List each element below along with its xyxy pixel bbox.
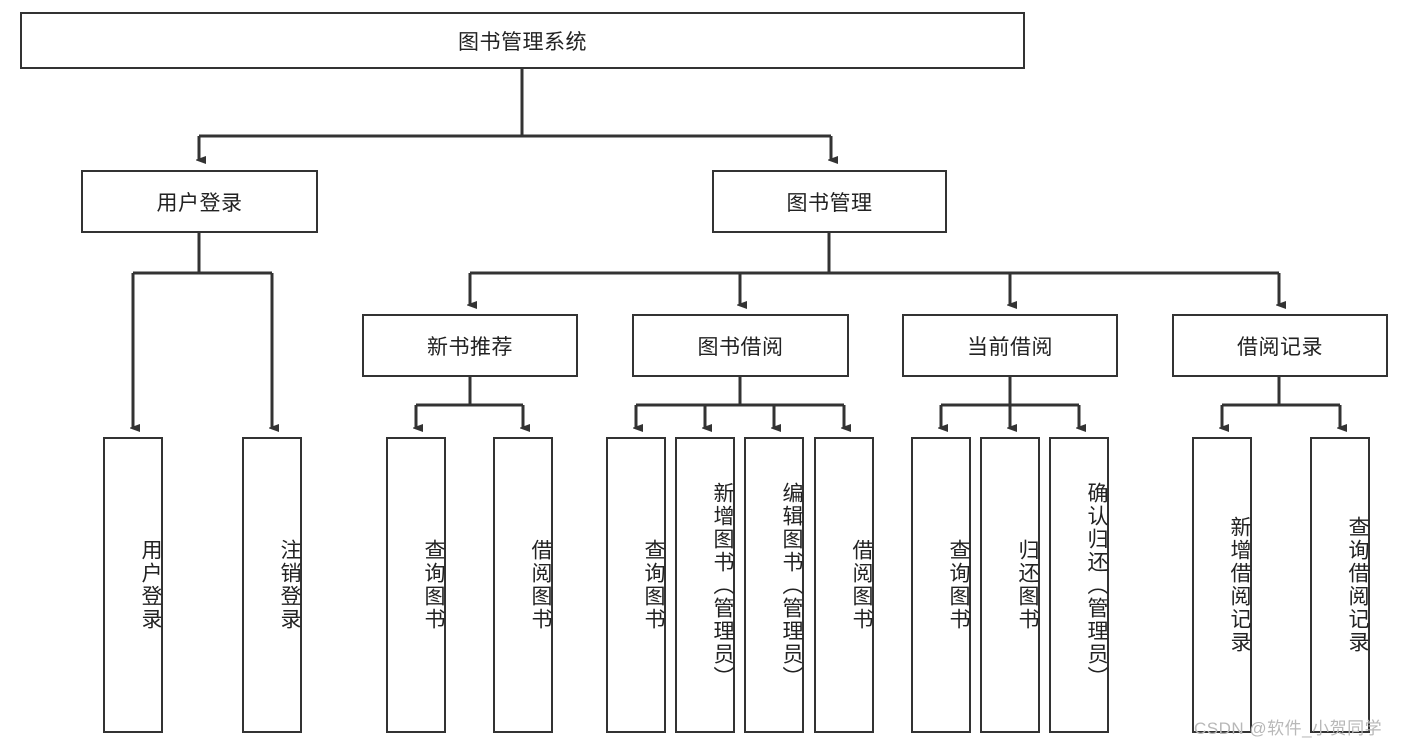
node-leaf-query-book-3-label: 查询图书 xyxy=(947,539,970,631)
node-leaf-edit-book-label: 编辑图书（管理员） xyxy=(780,481,803,689)
node-leaf-query-book-1[interactable]: 查询图书 xyxy=(386,437,446,733)
node-leaf-add-book-label: 新增图书（管理员） xyxy=(711,481,734,689)
node-new-book-recommend-label: 新书推荐 xyxy=(427,335,513,359)
node-book-management-label: 图书管理 xyxy=(786,191,873,215)
node-leaf-confirm-return[interactable]: 确认归还（管理员） xyxy=(1049,437,1109,733)
node-borrow-record[interactable]: 借阅记录 xyxy=(1172,314,1388,377)
node-leaf-query-book-2-label: 查询图书 xyxy=(642,539,665,631)
node-new-book-recommend[interactable]: 新书推荐 xyxy=(362,314,578,377)
node-leaf-logout-label: 注销登录 xyxy=(278,539,301,631)
node-leaf-borrow-book-2[interactable]: 借阅图书 xyxy=(814,437,874,733)
node-book-borrow-label: 图书借阅 xyxy=(697,335,784,359)
node-root-label: 图书管理系统 xyxy=(458,30,587,54)
node-leaf-add-record[interactable]: 新增借阅记录 xyxy=(1192,437,1252,733)
node-leaf-borrow-book-2-label: 借阅图书 xyxy=(850,539,873,631)
node-book-management[interactable]: 图书管理 xyxy=(712,170,947,233)
node-leaf-user-login-label: 用户登录 xyxy=(139,539,162,631)
node-leaf-user-login[interactable]: 用户登录 xyxy=(103,437,163,733)
node-leaf-query-book-3[interactable]: 查询图书 xyxy=(911,437,971,733)
node-leaf-query-record-label: 查询借阅记录 xyxy=(1346,516,1369,654)
node-leaf-add-record-label: 新增借阅记录 xyxy=(1228,516,1251,654)
node-leaf-logout[interactable]: 注销登录 xyxy=(242,437,302,733)
node-leaf-confirm-return-label: 确认归还（管理员） xyxy=(1085,481,1108,689)
node-current-borrow-label: 当前借阅 xyxy=(967,335,1053,359)
node-leaf-borrow-book-1-label: 借阅图书 xyxy=(529,539,552,631)
node-leaf-return-book-label: 归还图书 xyxy=(1016,539,1039,631)
node-user-login-label: 用户登录 xyxy=(156,191,243,215)
node-leaf-query-book-1-label: 查询图书 xyxy=(422,539,445,631)
watermark-text: CSDN @软件_小贺同学 xyxy=(1194,719,1383,738)
node-leaf-edit-book[interactable]: 编辑图书（管理员） xyxy=(744,437,804,733)
node-leaf-borrow-book-1[interactable]: 借阅图书 xyxy=(493,437,553,733)
node-leaf-return-book[interactable]: 归还图书 xyxy=(980,437,1040,733)
node-leaf-query-record[interactable]: 查询借阅记录 xyxy=(1310,437,1370,733)
node-current-borrow[interactable]: 当前借阅 xyxy=(902,314,1118,377)
node-root[interactable]: 图书管理系统 xyxy=(20,12,1025,69)
node-book-borrow[interactable]: 图书借阅 xyxy=(632,314,849,377)
node-leaf-add-book[interactable]: 新增图书（管理员） xyxy=(675,437,735,733)
node-borrow-record-label: 借阅记录 xyxy=(1237,335,1323,359)
node-leaf-query-book-2[interactable]: 查询图书 xyxy=(606,437,666,733)
node-user-login[interactable]: 用户登录 xyxy=(81,170,318,233)
